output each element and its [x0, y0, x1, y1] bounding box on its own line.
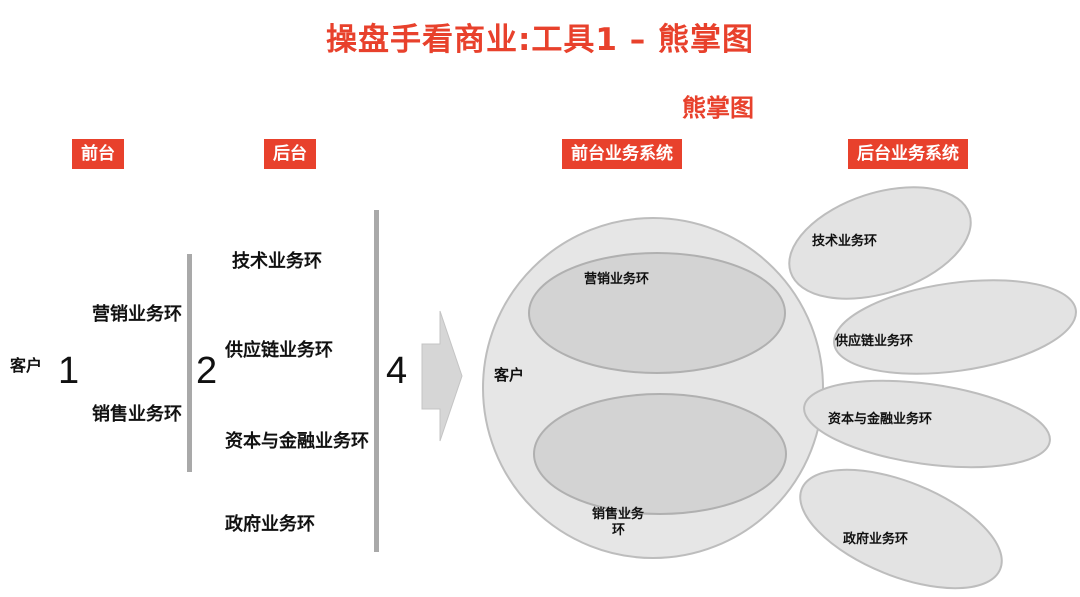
- front-item-sales: 销售业务环: [92, 404, 182, 425]
- header-back: 后台: [264, 139, 316, 169]
- palm-sales-label-line2: 环: [612, 523, 626, 538]
- divider-bar-1: [187, 254, 192, 472]
- header-back-system: 后台业务系统: [848, 139, 968, 169]
- toe-capital-finance-label: 资本与金融业务环: [828, 412, 933, 427]
- toe-2-ellipse: [833, 279, 1077, 375]
- palm-top-ellipse: [528, 252, 786, 374]
- toe-technology-label: 技术业务环: [812, 234, 878, 249]
- palm-sales-label-line1: 销售业务: [592, 507, 645, 522]
- back-item-supply-chain: 供应链业务环: [225, 340, 333, 361]
- palm-customer-label: 客户: [494, 366, 525, 384]
- toe-3-ellipse: [803, 379, 1051, 469]
- header-front: 前台: [72, 139, 124, 169]
- header-front-system: 前台业务系统: [562, 139, 682, 169]
- step-number-4: 4: [386, 350, 408, 392]
- toe-supply-chain-label: 供应链业务环: [835, 334, 914, 349]
- divider-bar-2: [374, 210, 379, 552]
- toe-1-ellipse: [788, 186, 972, 300]
- right-arrow-icon: [421, 310, 463, 442]
- customer-label: 客户: [10, 356, 43, 375]
- palm-marketing-label: 营销业务环: [584, 272, 650, 287]
- front-item-marketing: 营销业务环: [92, 304, 182, 325]
- back-item-capital-finance: 资本与金融业务环: [225, 431, 369, 452]
- back-item-technology: 技术业务环: [232, 251, 322, 272]
- back-item-government: 政府业务环: [225, 514, 315, 535]
- page-title: 操盘手看商业:工具1 – 熊掌图: [325, 22, 755, 58]
- diagram-subtitle: 熊掌图: [682, 94, 754, 122]
- palm-bottom-ellipse: [533, 393, 787, 515]
- step-number-1: 1: [58, 350, 80, 392]
- toe-4-ellipse: [799, 468, 1003, 590]
- toe-government-label: 政府业务环: [843, 532, 909, 547]
- step-number-2: 2: [196, 350, 218, 392]
